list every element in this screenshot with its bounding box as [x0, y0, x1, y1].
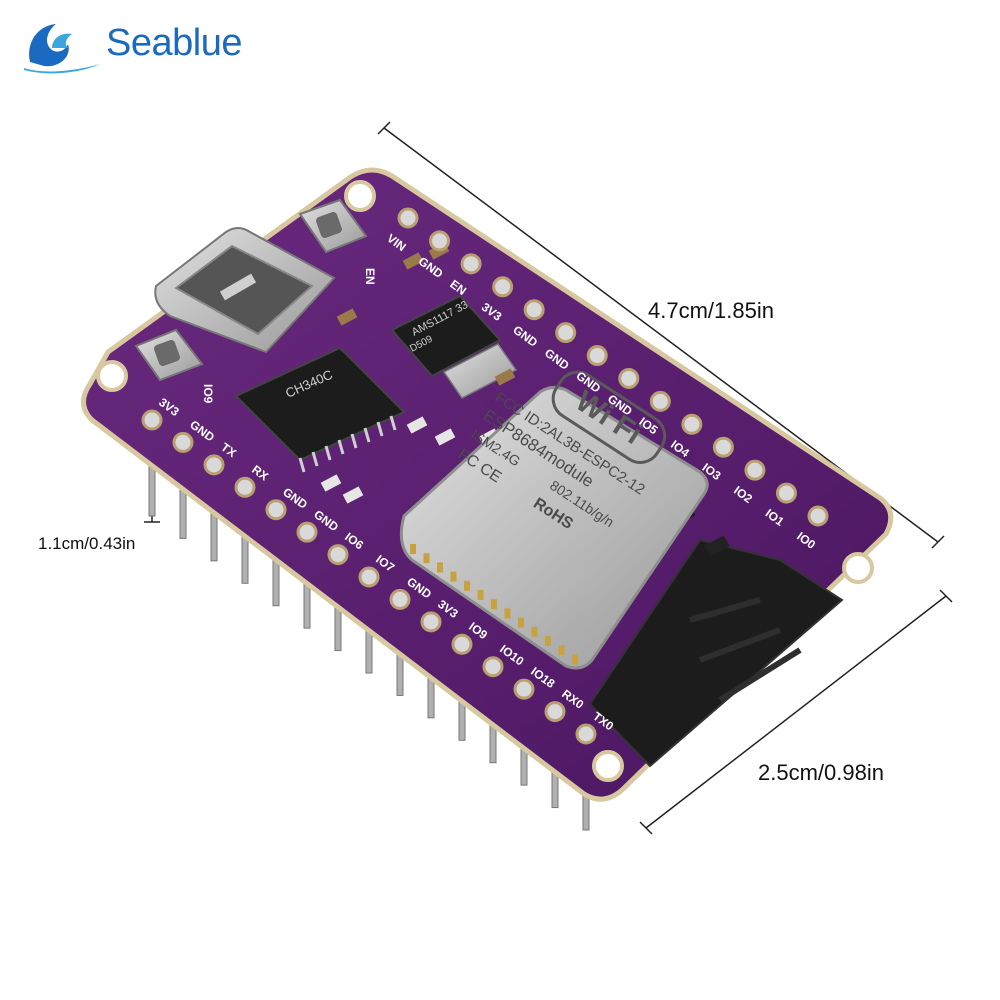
- left-pin-pad: [296, 521, 318, 543]
- io9-button[interactable]: [134, 328, 204, 382]
- smd-components: [320, 242, 730, 557]
- module-castellation: [437, 562, 443, 573]
- brand-name: Seablue: [106, 22, 242, 64]
- left-pin-pad: [172, 431, 194, 453]
- chip-leg: [337, 439, 345, 455]
- wifi-logo-frame: [551, 370, 667, 464]
- left-pin-pad: [203, 454, 225, 476]
- left-pin-pad: [234, 476, 256, 498]
- left-pin-row: [141, 409, 597, 745]
- usb-uart-chip: CH340C: [234, 346, 406, 473]
- left-pin-pad: [575, 723, 597, 745]
- left-pin-pad: [482, 656, 504, 678]
- top-pin-pad: [460, 253, 482, 275]
- left-pin-pad: [389, 588, 411, 610]
- dimension-line-width: [639, 589, 953, 835]
- top-pin-pad: [807, 505, 829, 527]
- top-pin-pad: [429, 230, 451, 252]
- chip-leg: [350, 433, 358, 449]
- mounting-holes: [96, 180, 874, 782]
- module-castellation: [477, 590, 484, 600]
- width-dimension-label: 2.5cm/0.98in: [758, 760, 884, 785]
- top-pin-pad: [744, 459, 766, 481]
- chip-leg: [311, 451, 319, 467]
- module-castellation: [558, 645, 565, 656]
- left-pin-pad: [451, 633, 473, 655]
- top-pin-pad: [618, 367, 640, 389]
- chip-leg: [376, 421, 384, 437]
- left-pin-pad: [544, 701, 566, 723]
- usb-c-port: [154, 227, 336, 354]
- left-pin-pad: [327, 544, 349, 566]
- top-pin-pad: [712, 436, 734, 458]
- module-castellation: [410, 544, 416, 554]
- chip-leg: [324, 445, 332, 461]
- brand-logo: Seablue: [22, 14, 242, 74]
- top-pin-pad: [586, 345, 608, 367]
- left-pin-pad: [420, 611, 442, 633]
- top-pin-pad: [523, 299, 545, 321]
- module-castellation: [531, 626, 538, 637]
- module-castellation: [518, 617, 524, 628]
- left-pin-pad: [513, 678, 535, 700]
- chip-leg: [298, 457, 306, 473]
- voltage-regulator: AMS1117 33 D509: [390, 294, 518, 399]
- module-castellation: [545, 636, 551, 646]
- top-pin-pad: [555, 322, 577, 344]
- module-castellation: [423, 553, 430, 564]
- module-castellation: [491, 599, 497, 610]
- top-pin-pad: [681, 413, 703, 435]
- antenna-trace: [689, 597, 802, 703]
- en-button[interactable]: [298, 198, 368, 254]
- left-pin-pad: [265, 499, 287, 521]
- length-dimension-label: 4.7cm/1.85in: [648, 298, 774, 323]
- chip-leg: [363, 427, 371, 443]
- top-pin-labels: VINGNDEN3V3GNDGNDGNDGNDIO5IO4IO3IO2IO1IO…: [384, 231, 818, 552]
- left-pin-pad: [358, 566, 380, 588]
- top-pin-pad: [775, 482, 797, 504]
- left-pin-pad: [141, 409, 163, 431]
- wave-icon: [24, 24, 100, 74]
- chip-leg: [389, 415, 397, 431]
- top-pin-pad: [492, 276, 514, 298]
- top-pin-pad: [397, 207, 419, 229]
- wifi-module: Wi Fi FCC ID:2AL3B-ESPC2-12 ESP8684modul…: [399, 370, 709, 670]
- module-castellation: [450, 571, 457, 582]
- top-pin-pad: [649, 390, 671, 412]
- height-dimension-label: 1.1cm/0.43in: [38, 534, 136, 553]
- module-castellation: [504, 608, 511, 619]
- en-button-label: EN: [363, 268, 377, 285]
- module-castellation: [464, 580, 470, 591]
- io9-button-label: IO9: [201, 384, 215, 404]
- top-pin-row: [397, 207, 829, 527]
- module-castellation: [572, 654, 578, 665]
